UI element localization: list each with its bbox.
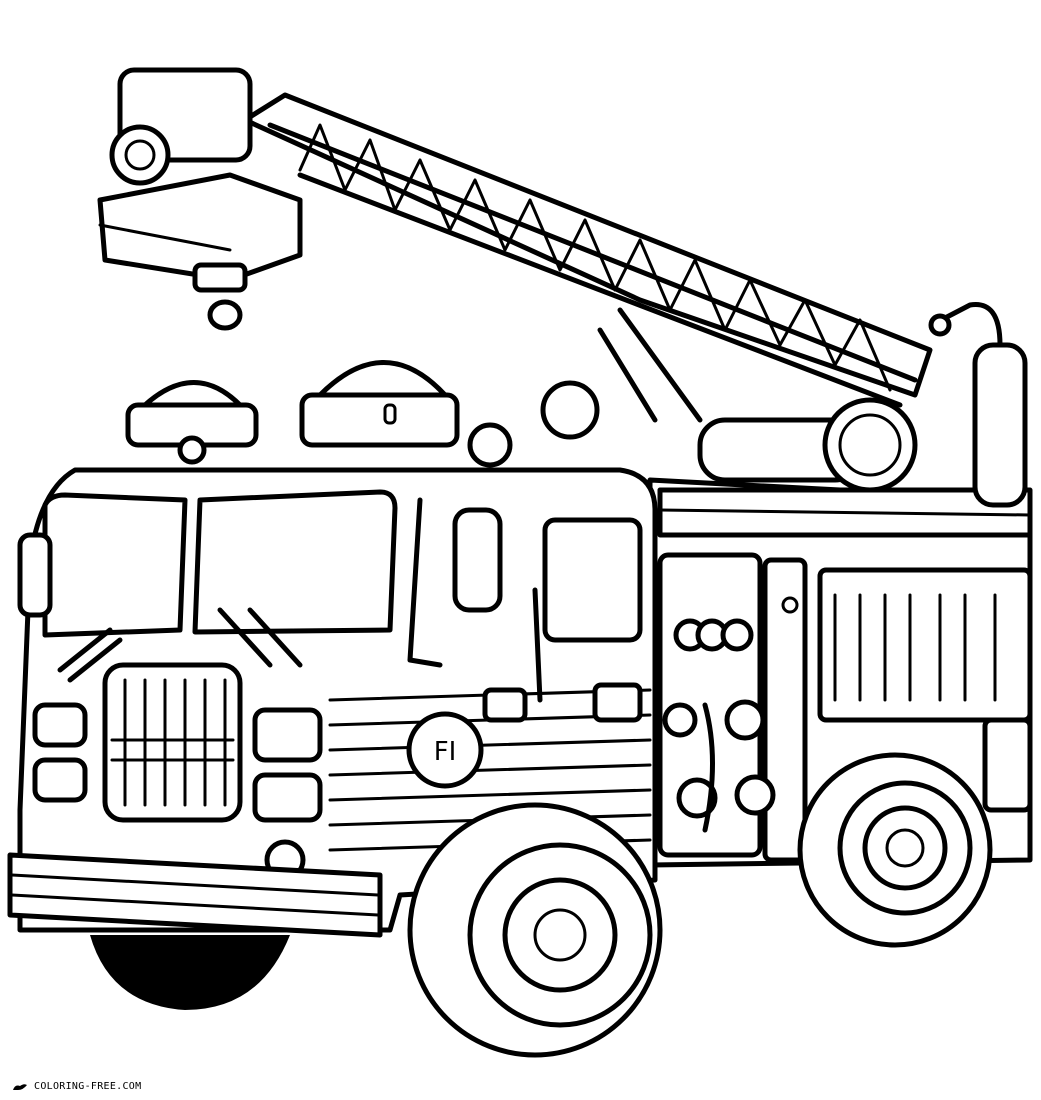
front-bumper [7,852,383,938]
front-grille [102,662,243,823]
ladder-bucket [97,67,303,331]
watermark: COLORING-FREE.COM [12,1081,141,1092]
headlights [32,702,323,881]
ladder-boom [242,92,933,423]
paint-brush-icon [13,1083,27,1090]
front-wheel [407,802,663,1058]
roof-lights [125,360,460,465]
watermark-text: COLORING-FREE.COM [34,1081,142,1092]
water-cannon [467,302,1028,508]
door-badge: FI [406,711,484,789]
rear-wheel [797,752,993,948]
pump-panel [657,552,776,858]
door-badge-text: FI [434,737,457,767]
wheels [90,752,993,1058]
